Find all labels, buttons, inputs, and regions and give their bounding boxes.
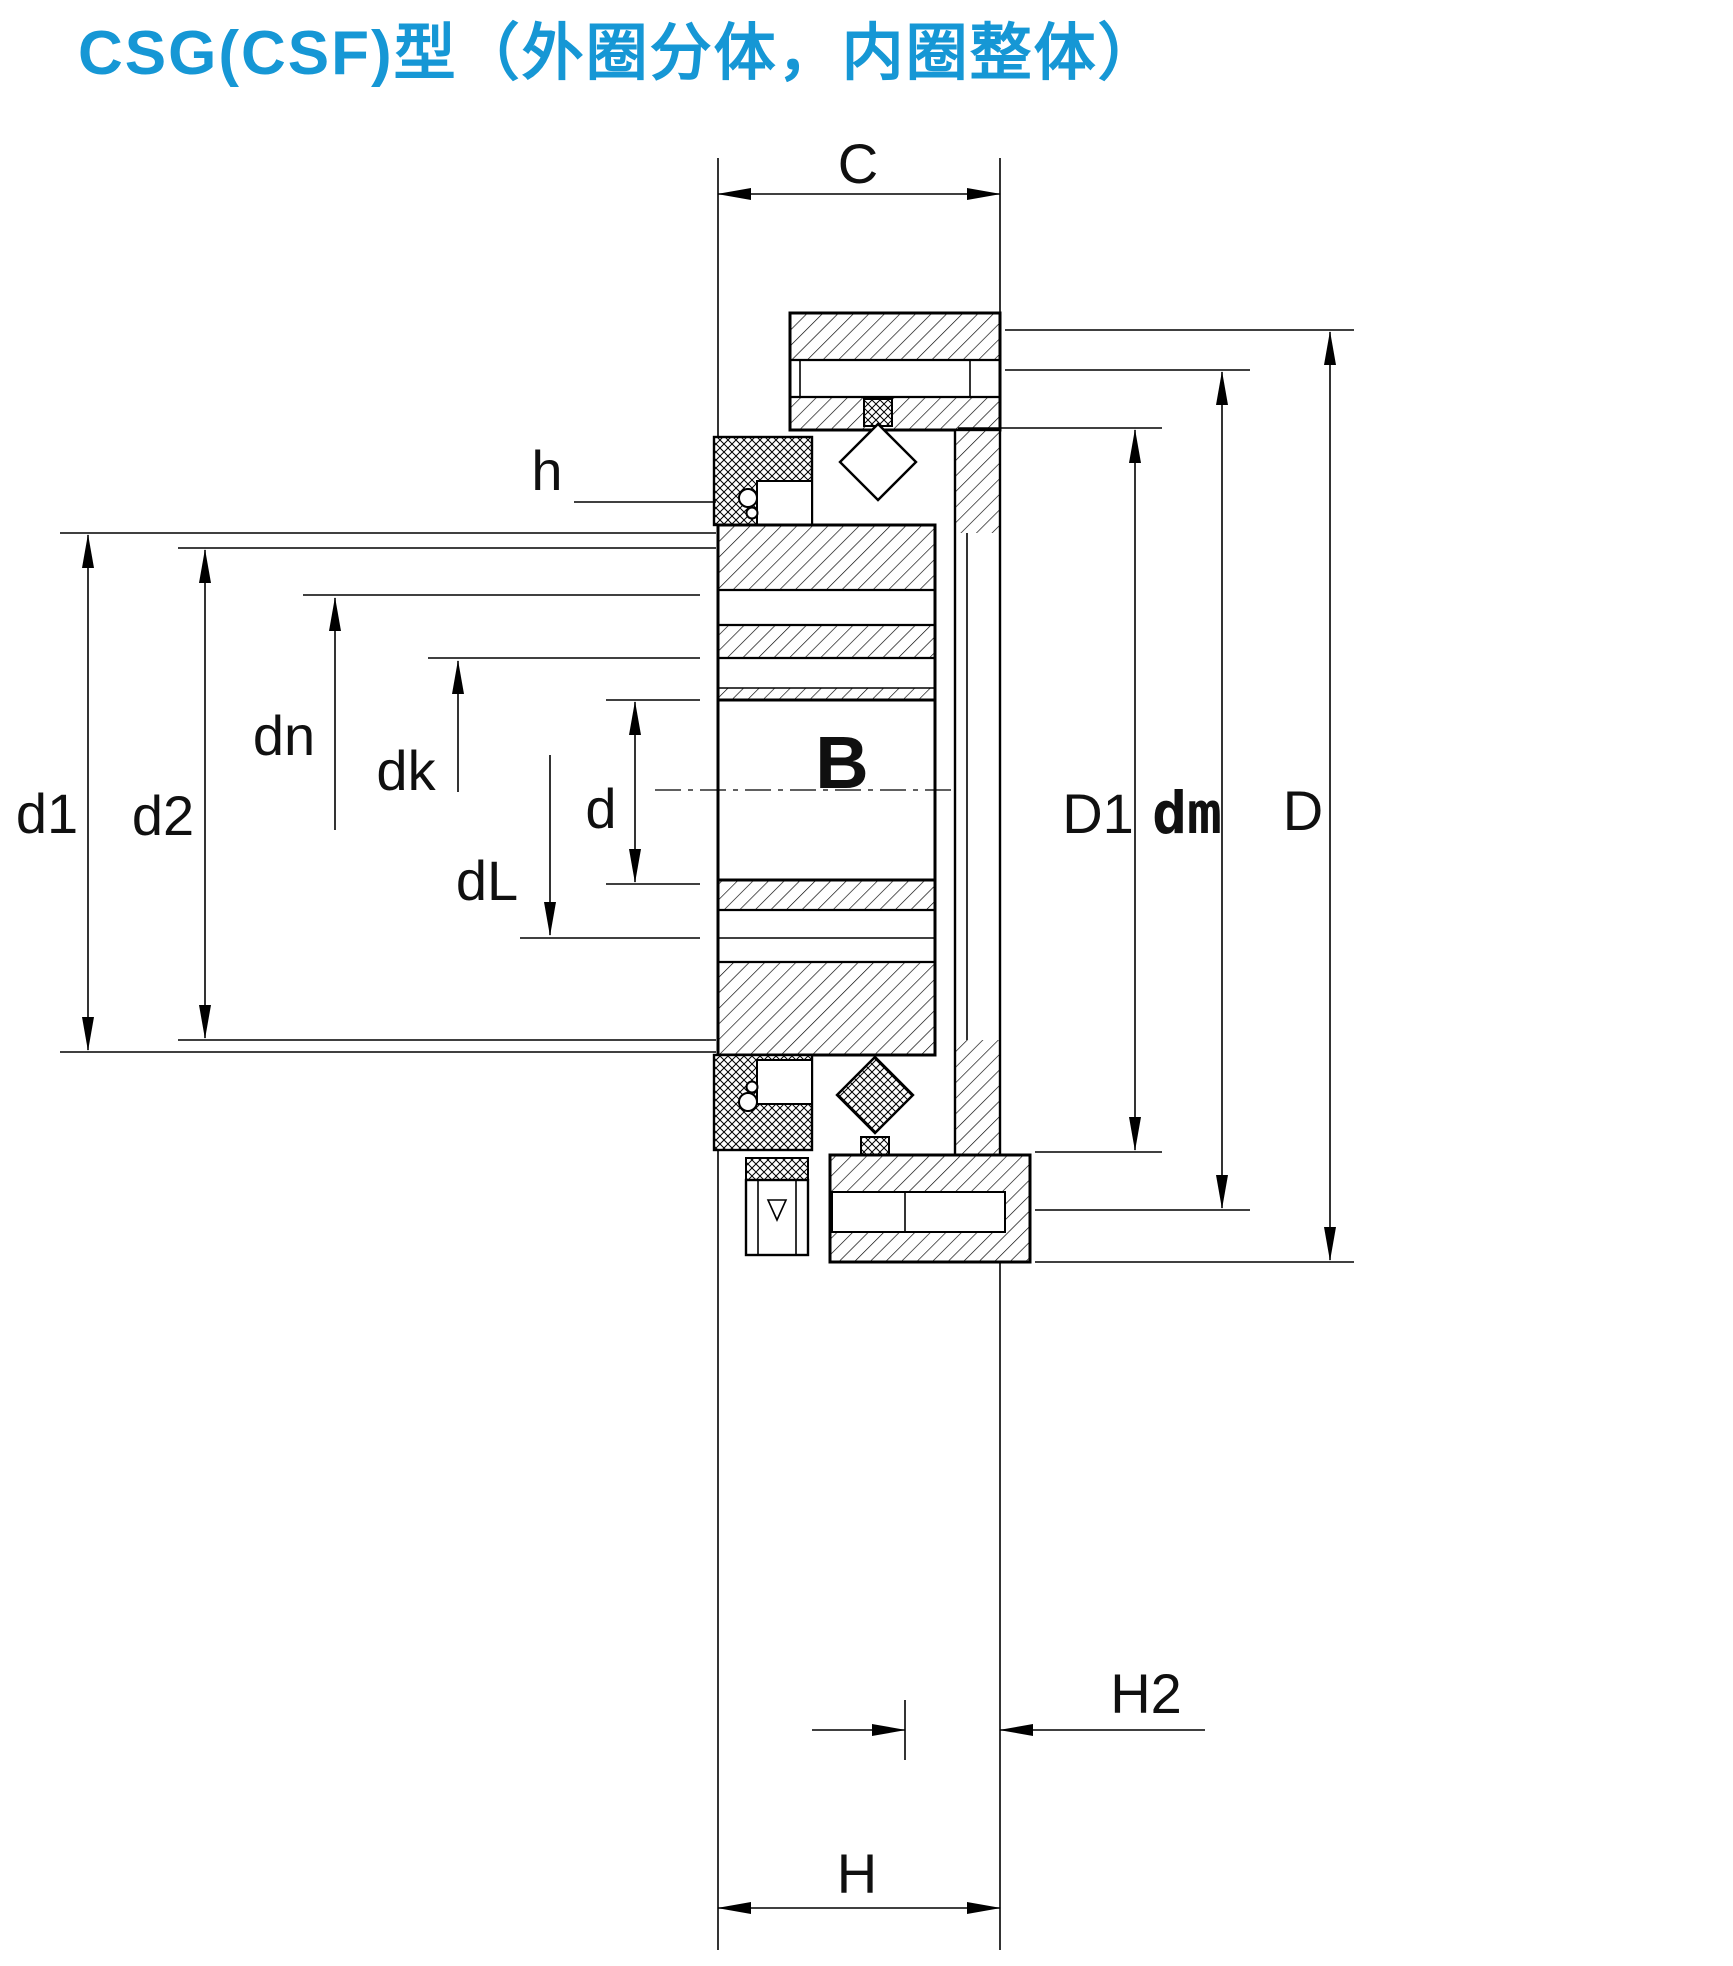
seal-lip-circle-small [745,506,759,520]
label-H: H [837,1842,877,1905]
outer-ring-hatch-bottom [956,1040,999,1154]
label-D: D [1283,779,1323,842]
label-dk: dk [376,739,436,802]
top-seal-assembly [712,435,814,527]
seal-window-bottom [756,1059,813,1105]
dimension-d: d [585,699,700,885]
label-d: d [585,777,616,840]
seal-lip-circle-large [738,488,758,508]
seal-lip-circle-large-b [738,1092,758,1112]
label-h: h [531,439,562,502]
label-dL: dL [456,849,518,912]
dimension-dm: dm [1005,369,1250,1211]
dimension-dL: dL [456,755,700,939]
roller-diamond-bottom-hatch [837,1057,913,1133]
inner-ring-lower-hatch2 [719,962,934,1054]
top-crossed-roller [838,398,918,502]
bottom-flange-bolt-channel [831,1191,1006,1233]
mounting-bolt [744,1157,810,1257]
bottom-crossed-roller [835,1055,915,1163]
inner-ring-upper-section [716,523,937,702]
outer-ring-right-section [953,428,1002,1157]
outer-ring-bottom-flange [828,1153,1032,1264]
inner-ring-upper-hatch1 [719,526,934,589]
label-D1: D1 [1062,782,1134,845]
dimension-d1: d1 [16,532,716,1053]
label-dn: dn [253,704,315,767]
inner-ring-upper-hatch2 [719,625,934,658]
dimension-H2: H2 [812,1662,1205,1760]
roller-retainer-top-hatch [864,399,892,426]
label-B: B [815,721,868,804]
label-C: C [838,132,878,195]
page-title: CSG(CSF)型（外圈分体，内圈整体） [78,19,1162,88]
bolt-socket-mark [766,1199,788,1222]
bolt-body [744,1178,810,1257]
inner-ring-lower-section [716,878,937,1057]
dimension-D1: D1 [958,427,1162,1153]
label-dm: dm [1152,779,1222,847]
inner-ring-upper-hatch3 [719,688,934,699]
label-d1: d1 [16,782,78,845]
seal-lip-circle-small-b [745,1080,759,1094]
outer-ring-hatch-top [956,431,999,533]
label-H2: H2 [1110,1662,1182,1725]
seal-window [756,480,813,526]
dimension-H: H [717,1842,1001,1914]
bolt-washer-hatch [746,1158,808,1180]
bottom-seal-assembly [712,1053,814,1152]
dimension-dn: dn [253,594,700,830]
dimension-D: D [1005,329,1354,1263]
dimension-C: C [717,132,1001,200]
roller-diamond-top [838,422,918,502]
flange-hatch-upper [791,314,999,359]
inner-ring-lower-hatch1 [719,881,934,910]
outer-ring-top-flange [788,311,1002,432]
flange-hatch-lower [791,398,999,429]
dimension-h: h [531,439,716,503]
label-d2: d2 [132,784,194,847]
dimension-d2: d2 [132,547,716,1041]
dimension-dk: dk [376,657,700,802]
